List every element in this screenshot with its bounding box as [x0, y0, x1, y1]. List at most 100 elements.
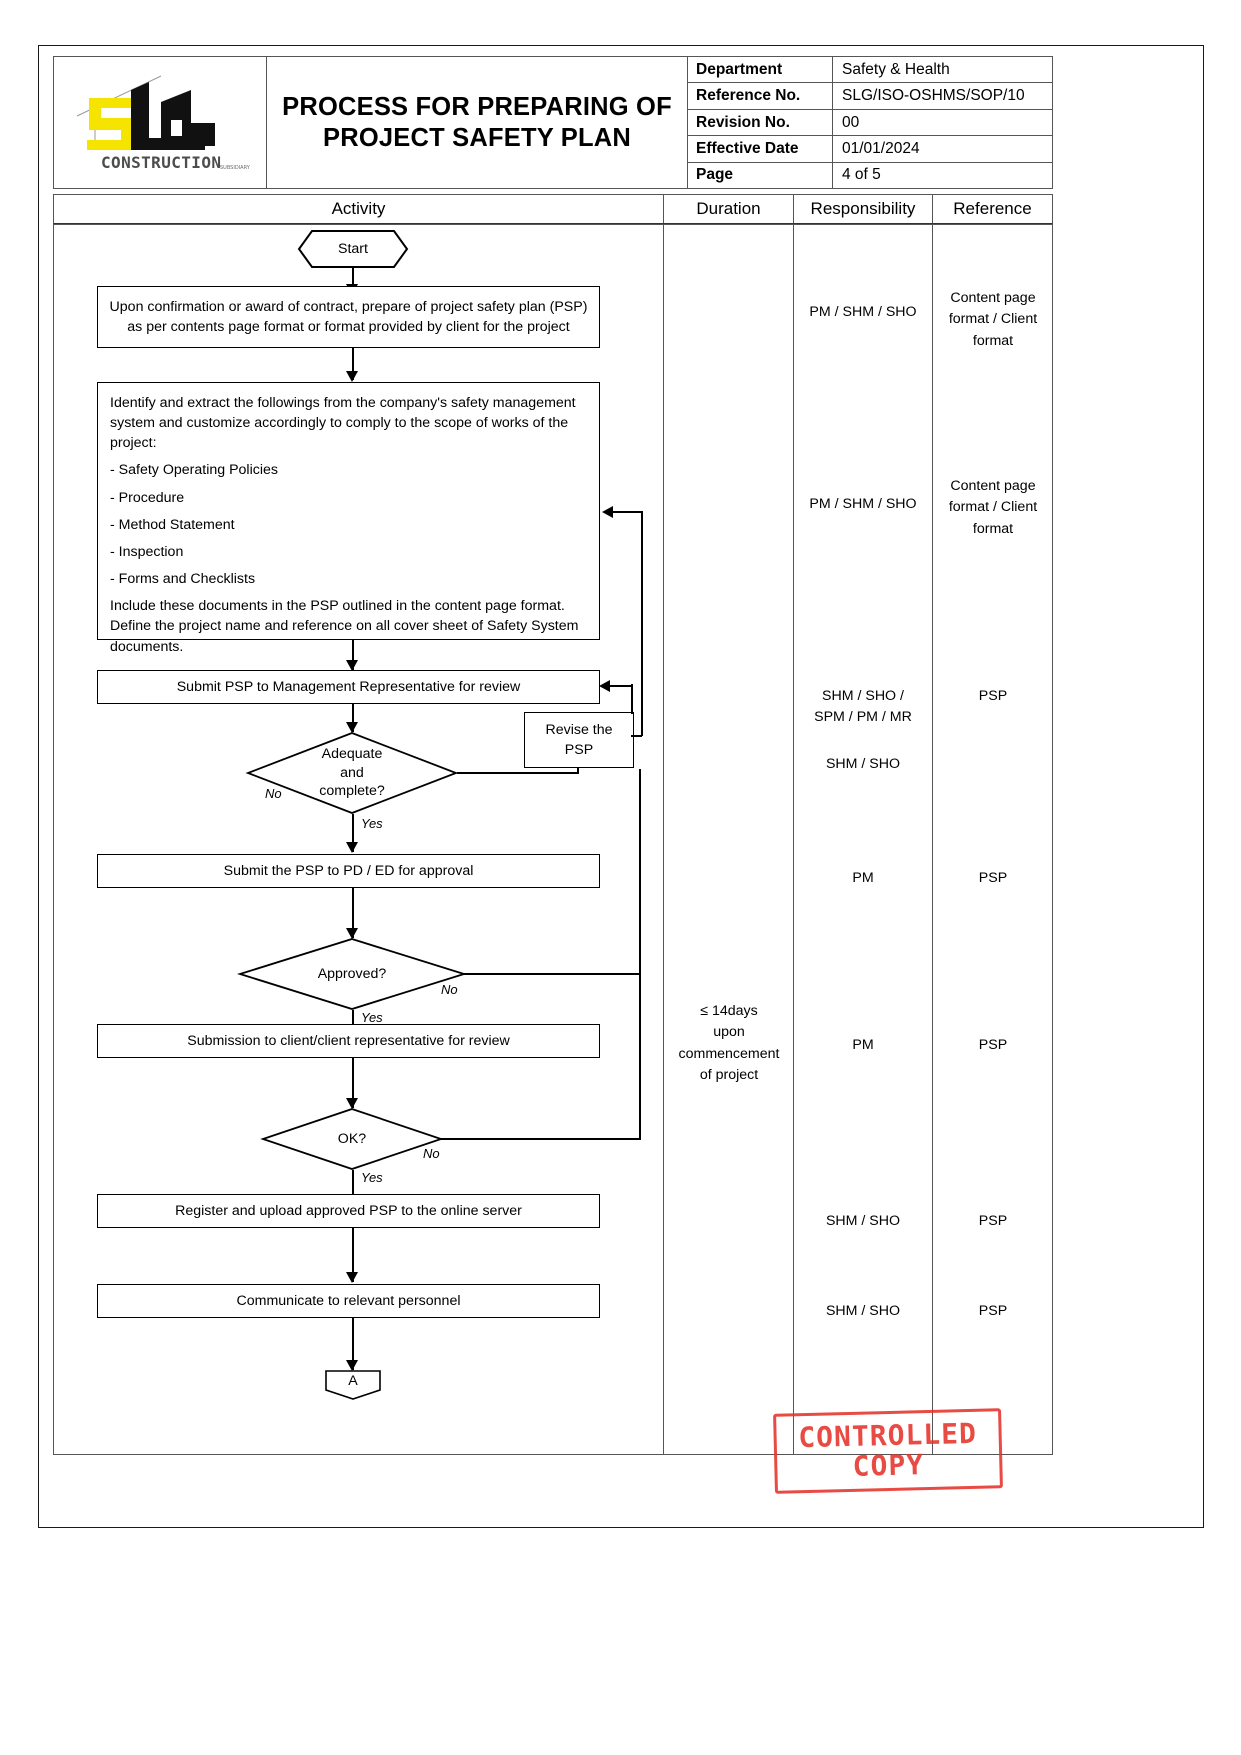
process-text: Communicate to relevant personnel	[236, 1292, 461, 1309]
column-divider-reference	[932, 224, 933, 1455]
connector-step7-end	[352, 1318, 355, 1370]
table-body-frame	[53, 224, 1053, 1455]
arrowhead-down	[346, 928, 358, 939]
reference-cell-6: PSP	[978, 1037, 1008, 1053]
connector-step1-step2	[352, 348, 355, 380]
process-box-client-submission: Submission to client/client representati…	[97, 1024, 600, 1058]
decision-label-group: Adequate and complete?	[247, 732, 457, 814]
decision-label-line1: Adequate	[321, 746, 383, 763]
column-divider-duration	[663, 224, 664, 1455]
connector-approved-no	[464, 973, 641, 976]
process-item: - Safety Operating Policies	[110, 462, 278, 479]
document-header: CONSTRUCTION SUBSIDIARY PROCESS FOR PREP…	[53, 56, 1053, 189]
arrowhead-down	[346, 371, 358, 382]
reference-line1: Content page	[950, 478, 1036, 494]
process-text: Submit the PSP to PD / ED for approval	[223, 862, 474, 879]
connector-start-step1	[352, 268, 355, 293]
column-divider-responsibility	[793, 224, 794, 1455]
decision-approved	[236, 938, 468, 1010]
process-text: Submit PSP to Management Representative …	[176, 678, 521, 695]
column-header-reference: Reference	[953, 199, 1032, 218]
arrowhead-left	[602, 506, 613, 518]
arrowhead-down	[346, 660, 358, 671]
decision-label-line3: complete?	[319, 783, 385, 800]
meta-key: Page	[688, 162, 833, 189]
process-item: - Method Statement	[110, 516, 235, 533]
responsibility-cell-2: PM / SHM / SHO	[809, 496, 917, 512]
meta-row: Department Safety & Health	[688, 57, 1052, 84]
meta-value: Safety & Health	[842, 60, 950, 78]
process-item: - Forms and Checklists	[110, 571, 256, 588]
meta-row: Page 4 of 5	[688, 162, 1052, 189]
connector-no-to-revise	[457, 772, 579, 775]
meta-key: Effective Date	[688, 136, 833, 162]
flowchart-canvas: Start Upon confirmation or award of cont…	[53, 224, 664, 1455]
duration-cell: ≤ 14days upon commencement of project	[666, 1001, 792, 1086]
responsibility-cell-4: SHM / SHO	[825, 756, 901, 772]
responsibility-cell-7: SHM / SHO	[825, 1213, 901, 1229]
meta-key: Department	[688, 57, 833, 83]
reference-line1: Content page	[950, 290, 1036, 306]
logo-wordmark: CONSTRUCTION	[101, 153, 221, 172]
stamp-line-2: COPY	[852, 1447, 925, 1483]
process-box-identify-extract: Identify and extract the followings from…	[97, 382, 600, 655]
decision3-yes-label: Yes	[361, 1170, 383, 1185]
start-terminator	[297, 230, 409, 268]
responsibility-cell-6: PM	[852, 1037, 874, 1053]
process-text: Submission to client/client representati…	[187, 1032, 510, 1049]
reference-cell-5: PSP	[978, 870, 1008, 886]
meta-value: 01/01/2024	[842, 139, 920, 157]
duration-line2: upon	[713, 1024, 745, 1041]
duration-line1: ≤ 14days	[700, 1003, 758, 1019]
offpage-connector-label: A	[348, 1372, 358, 1389]
process-box-prepare-psp: Upon confirmation or award of contract, …	[97, 286, 600, 348]
reference-cell-3: PSP	[978, 688, 1008, 704]
reference-line2: format / Client	[948, 499, 1038, 516]
meta-row: Revision No. 00	[688, 109, 1052, 137]
meta-row: Effective Date 01/01/2024	[688, 136, 1052, 163]
logo-icon: CONSTRUCTION SUBSIDIARY	[76, 75, 251, 172]
meta-value: 4 of 5	[842, 166, 881, 184]
logo-cell: CONSTRUCTION SUBSIDIARY	[54, 57, 267, 188]
meta-key: Reference No.	[688, 83, 833, 109]
decision2-yes-label: Yes	[361, 1010, 383, 1025]
process-text: Revise the PSP	[545, 721, 613, 758]
meta-key: Revision No.	[688, 109, 833, 136]
connector-loop-join	[631, 735, 642, 738]
connector-step3-decision1	[352, 704, 355, 732]
decision1-no-label: No	[265, 786, 282, 801]
offpage-connector-a	[325, 1370, 381, 1400]
column-header-activity: Activity	[54, 195, 664, 223]
responsibility-cell-1: PM / SHM / SHO	[809, 304, 917, 320]
responsibility-line1: SHM / SHO /	[822, 688, 904, 704]
decision1-yes-label: Yes	[361, 816, 383, 831]
meta-row: Reference No. SLG/ISO-OSHMS/SOP/10	[688, 83, 1052, 110]
stamp-line-1: CONTROLLED	[797, 1416, 978, 1455]
reference-line3: format	[972, 520, 1014, 537]
process-outro: Include these documents in the PSP outli…	[110, 598, 579, 655]
process-box-revise-psp: Revise the PSP	[524, 712, 634, 768]
table-column-headers: Activity Duration Responsibility Referen…	[53, 194, 1053, 224]
responsibility-cell-5: PM	[852, 870, 874, 886]
arrowhead-down	[346, 1272, 358, 1283]
connector-step5-decision3	[352, 1058, 355, 1108]
process-text: Register and upload approved PSP to the …	[175, 1202, 522, 1219]
connector-loop-to-step2	[613, 511, 642, 514]
meta-value: SLG/ISO-OSHMS/SOP/10	[842, 87, 1025, 105]
arrowhead-left	[599, 680, 610, 692]
process-item: - Procedure	[110, 489, 185, 506]
decision-ok	[260, 1108, 444, 1170]
controlled-copy-stamp: CONTROLLED COPY	[773, 1408, 1003, 1494]
connector-no-rail-vertical	[639, 769, 642, 1139]
page-outer-border	[38, 45, 1204, 1528]
arrowhead-down	[346, 1098, 358, 1109]
connector-no-vertical	[577, 768, 580, 774]
connector-yes-to-step4	[352, 814, 355, 852]
process-box-submit-to-mr: Submit PSP to Management Representative …	[97, 670, 600, 704]
responsibility-cell-8: SHM / SHO	[825, 1303, 901, 1319]
responsibility-line2: SPM / PM / MR	[814, 709, 912, 726]
decision-approved-label: Approved?	[317, 965, 387, 982]
reference-cell-8: PSP	[978, 1303, 1008, 1319]
column-header-responsibility: Responsibility	[794, 195, 933, 223]
